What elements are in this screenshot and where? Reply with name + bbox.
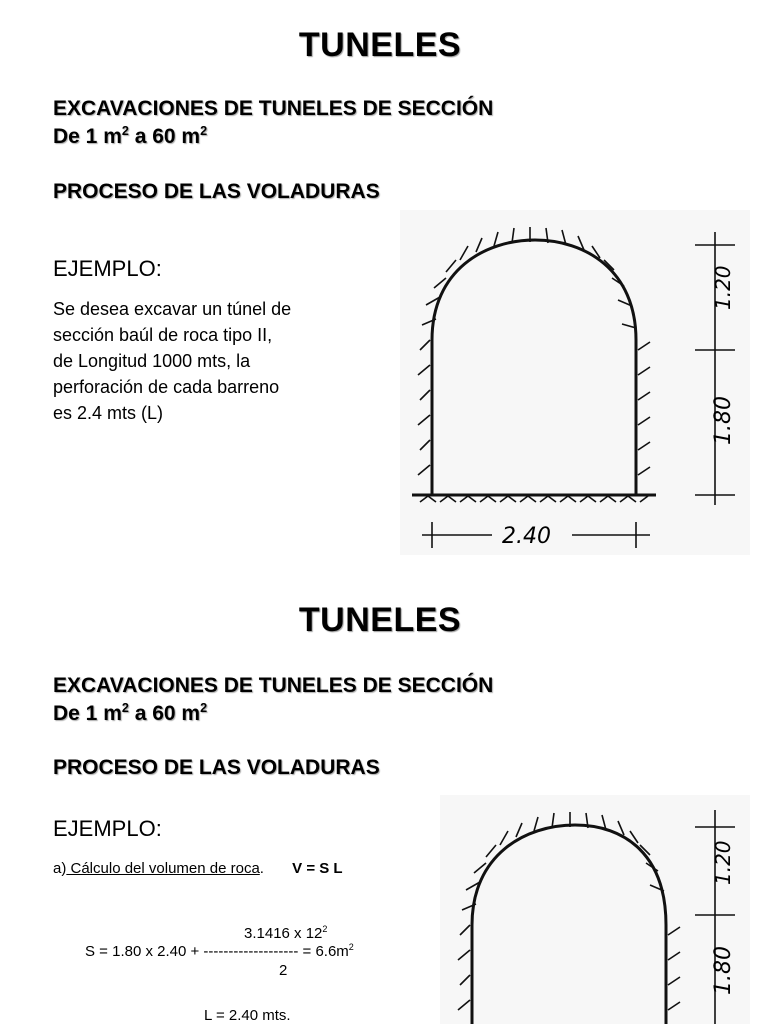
dim-bottom-label: 2.40	[502, 524, 551, 549]
dim-side-label: 1.80	[711, 946, 736, 995]
slide2-ejemplo: EJEMPLO:	[53, 816, 162, 841]
slide2-title: TUNELES	[298, 601, 462, 639]
slide1-ejemplo: EJEMPLO:	[53, 256, 162, 281]
formula-l: L = 2.40 mts.	[204, 1007, 291, 1024]
formula-v: V = S L	[292, 860, 343, 877]
paragraph-line: es 2.4 mts (L)	[53, 403, 164, 423]
slide2-sup-1: 2	[121, 701, 129, 715]
slide1-title: TUNELES	[298, 26, 462, 64]
slide2-heading-middle: a 60 m	[128, 702, 201, 725]
rock-hatching	[457, 812, 681, 1011]
step-a: a) Cálculo del volumen de roca. V = S L	[53, 860, 343, 877]
tunnel-outline	[412, 238, 656, 497]
slide1-paragraph: Se desea excavar un túnel de sección baú…	[53, 296, 291, 426]
slide1-heading-prefix: De 1 m	[53, 125, 122, 148]
step-a-label: Cálculo del volumen de roca	[66, 860, 260, 877]
slide2-heading-line1: EXCAVACIONES DE TUNELES DE SECCIÓN	[53, 674, 494, 697]
slide2-heading-line2: De 1 m2 a 60 m2	[53, 700, 493, 728]
slide1-tunnel-drawing: 1.20 1.80 2.40	[400, 210, 750, 555]
formula-s-sup: 2	[348, 942, 354, 952]
numerator-text: 3.1416 x 12	[244, 925, 323, 942]
slide2-subheading: PROCESO DE LAS VOLADURAS	[53, 756, 380, 779]
tunnel-outline	[470, 823, 668, 1024]
paragraph-line: sección baúl de roca tipo II,	[53, 325, 273, 345]
dim-side-label: 1.80	[711, 396, 736, 445]
slide2-sup-2: 2	[200, 701, 208, 715]
slide1-heading-line1: EXCAVACIONES DE TUNELES DE SECCIÓN	[53, 97, 494, 120]
slide1-subheading: PROCESO DE LAS VOLADURAS	[53, 180, 380, 203]
slide2-heading: EXCAVACIONES DE TUNELES DE SECCIÓN De 1 …	[53, 672, 493, 728]
step-a-prefix: a)	[53, 860, 67, 877]
paragraph-line: de Longitud 1000 mts, la	[53, 351, 251, 371]
dim-top-label: 1.20	[711, 840, 735, 885]
slide2-tunnel-drawing: 1.20 1.80	[440, 795, 750, 1024]
slide1-sup-2: 2	[200, 124, 208, 138]
slide1-heading-middle: a 60 m	[128, 125, 201, 148]
numerator-sup: 2	[322, 924, 328, 934]
rock-hatching	[417, 227, 651, 503]
dim-top-label: 1.20	[711, 265, 735, 310]
slide1-sup-1: 2	[121, 124, 129, 138]
formula-s: S = 1.80 x 2.40 + ------------------- = …	[85, 942, 354, 961]
formula-denominator: 2	[279, 962, 288, 979]
paragraph-line: perforación de cada barreno	[53, 377, 280, 397]
slide1-heading-line2: De 1 m2 a 60 m2	[53, 123, 493, 151]
formula-s-left: S = 1.80 x 2.40 +	[85, 943, 204, 960]
slide2-heading-prefix: De 1 m	[53, 702, 122, 725]
step-a-period: .	[259, 860, 264, 877]
formula-s-right: = 6.6m	[298, 943, 349, 960]
paragraph-line: Se desea excavar un túnel de	[53, 299, 292, 319]
formula-numerator: 3.1416 x 122	[244, 924, 328, 943]
slide1-heading: EXCAVACIONES DE TUNELES DE SECCIÓN De 1 …	[53, 95, 493, 151]
dimension-lines	[695, 810, 735, 1024]
formula-dashes: -------------------	[203, 943, 299, 960]
